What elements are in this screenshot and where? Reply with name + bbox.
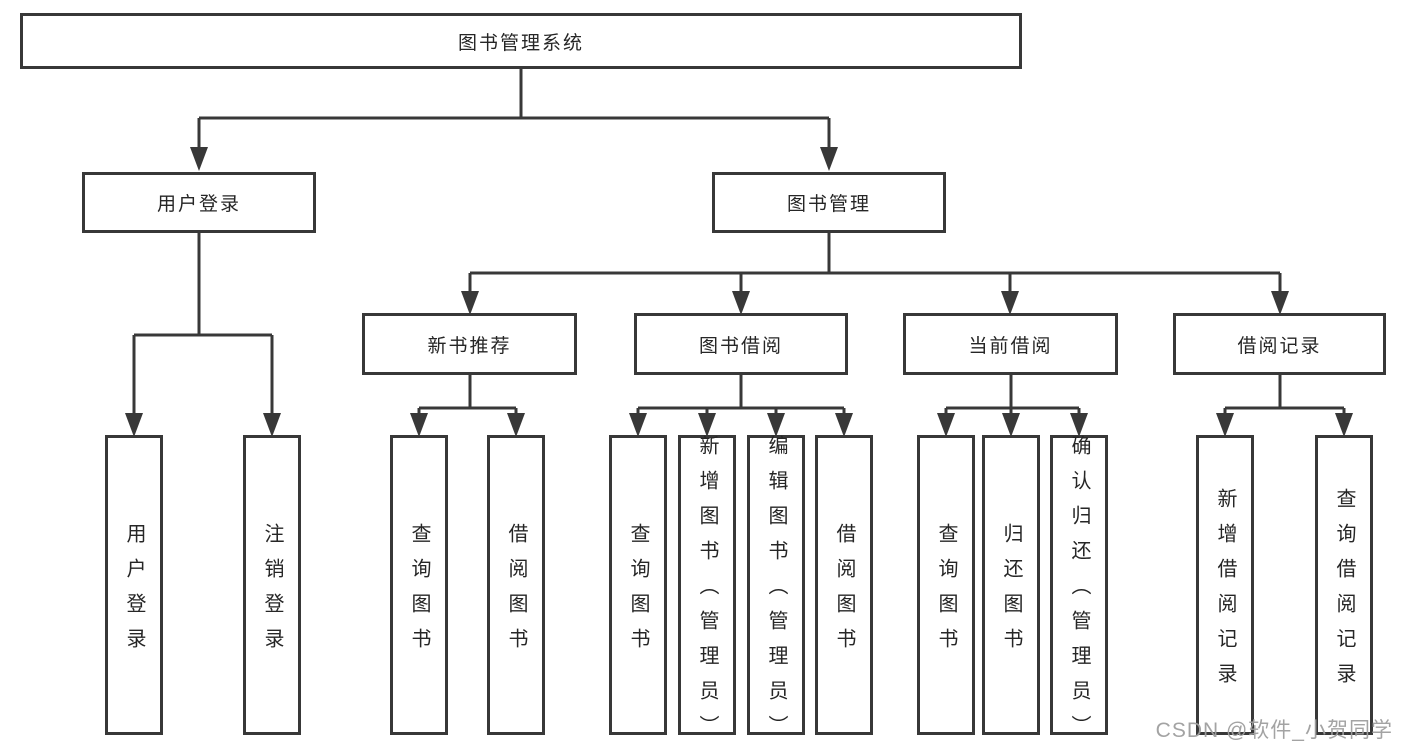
leaf-borrow-query-books-label: 查询图书 xyxy=(627,522,649,663)
arrow-down-icon xyxy=(732,291,750,315)
leaf-current-return-books-label: 归还图书 xyxy=(1000,522,1022,663)
arrow-down-icon xyxy=(263,413,281,437)
leaf-borrow-add-books-admin-label: 新增图书（管理员） xyxy=(696,435,718,747)
arrow-down-icon xyxy=(820,147,838,171)
connector-book-management-to-level3 xyxy=(468,232,1282,296)
node-current-borrow: 当前借阅 xyxy=(903,313,1118,375)
node-book-borrow: 图书借阅 xyxy=(634,313,848,375)
arrow-down-icon xyxy=(1271,291,1289,315)
leaf-newbook-query-books-label: 查询图书 xyxy=(408,522,430,663)
leaf-borrow-edit-books-admin-label: 编辑图书（管理员） xyxy=(765,435,787,747)
arrow-down-icon xyxy=(507,413,525,437)
arrow-down-icon xyxy=(767,413,785,437)
node-new-book-recommend-label: 新书推荐 xyxy=(427,335,512,357)
csdn-watermark: CSDN @软件_小贺同学 xyxy=(1155,719,1393,742)
leaf-user-login: 用户登录 xyxy=(105,435,163,735)
arrow-down-icon xyxy=(1335,413,1353,437)
leaf-logout-label: 注销登录 xyxy=(261,522,283,663)
leaf-current-confirm-return-admin: 确认归还（管理员） xyxy=(1050,435,1108,747)
node-book-borrow-label: 图书借阅 xyxy=(698,335,783,357)
arrow-down-icon xyxy=(629,413,647,437)
arrow-down-icon xyxy=(190,147,208,171)
leaf-current-confirm-return-admin-label: 确认归还（管理员） xyxy=(1068,435,1090,747)
leaf-borrow-borrow-books-label: 借阅图书 xyxy=(833,522,855,663)
leaf-newbook-query-books: 查询图书 xyxy=(390,435,448,735)
node-borrow-records: 借阅记录 xyxy=(1173,313,1386,375)
arrow-down-icon xyxy=(698,413,716,437)
connector-user-login-to-leaves xyxy=(132,232,274,420)
node-borrow-records-label: 借阅记录 xyxy=(1237,335,1322,357)
leaf-newbook-borrow-books-label: 借阅图书 xyxy=(505,522,527,663)
node-book-management: 图书管理 xyxy=(712,172,946,233)
leaf-records-query-record-label: 查询借阅记录 xyxy=(1333,487,1355,698)
arrow-down-icon xyxy=(1216,413,1234,437)
connector-borrow-to-leaves xyxy=(636,375,846,420)
connector-records-to-leaves xyxy=(1223,375,1346,420)
arrow-down-icon xyxy=(410,413,428,437)
leaf-current-query-books-label: 查询图书 xyxy=(935,522,957,663)
node-root: 图书管理系统 xyxy=(20,13,1022,69)
leaf-logout: 注销登录 xyxy=(243,435,301,735)
arrow-down-icon xyxy=(461,291,479,315)
arrow-down-icon xyxy=(1070,413,1088,437)
connector-current-to-leaves xyxy=(944,375,1081,420)
arrow-down-icon xyxy=(1001,291,1019,315)
leaf-records-add-record: 新增借阅记录 xyxy=(1196,435,1254,735)
node-user-login-label: 用户登录 xyxy=(156,194,241,215)
node-book-management-label: 图书管理 xyxy=(786,194,871,215)
node-root-label: 图书管理系统 xyxy=(457,32,584,54)
leaf-current-query-books: 查询图书 xyxy=(917,435,975,735)
arrow-down-icon xyxy=(125,413,143,437)
leaf-borrow-borrow-books: 借阅图书 xyxy=(815,435,873,735)
node-user-login: 用户登录 xyxy=(82,172,316,233)
leaf-records-add-record-label: 新增借阅记录 xyxy=(1214,487,1236,698)
leaf-borrow-add-books-admin: 新增图书（管理员） xyxy=(678,435,736,747)
connector-new-book-to-leaves xyxy=(417,375,518,420)
leaf-current-return-books: 归还图书 xyxy=(982,435,1040,735)
arrow-down-icon xyxy=(937,413,955,437)
leaf-borrow-query-books: 查询图书 xyxy=(609,435,667,735)
leaf-newbook-borrow-books: 借阅图书 xyxy=(487,435,545,735)
leaf-borrow-edit-books-admin: 编辑图书（管理员） xyxy=(747,435,805,747)
leaf-user-login-label: 用户登录 xyxy=(123,522,145,663)
arrow-down-icon xyxy=(835,413,853,437)
node-current-borrow-label: 当前借阅 xyxy=(968,335,1053,357)
arrow-down-icon xyxy=(1002,413,1020,437)
connector-root-to-level2 xyxy=(197,69,831,150)
node-new-book-recommend: 新书推荐 xyxy=(362,313,577,375)
leaf-records-query-record: 查询借阅记录 xyxy=(1315,435,1373,735)
